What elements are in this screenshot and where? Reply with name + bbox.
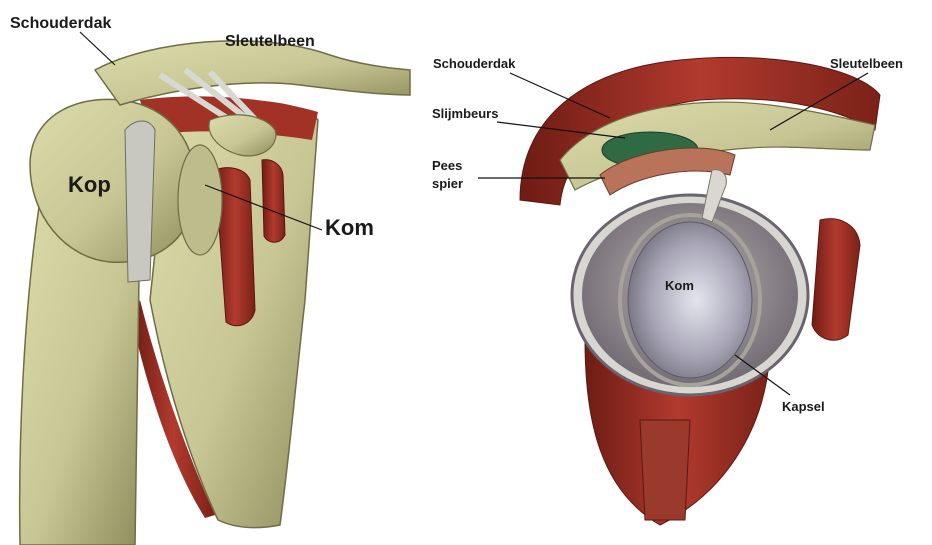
biceps-muscle-right — [812, 219, 860, 340]
label-pees-line1: Pees — [432, 158, 462, 173]
label-schouderdak-left: Schouderdak — [10, 15, 111, 32]
muscle-strand-left — [262, 160, 285, 243]
biceps-tendon-left — [125, 121, 155, 282]
bottom-tendon — [640, 420, 690, 520]
right-shoulder-illustration — [520, 57, 880, 525]
label-slijmbeurs: Slijmbeurs — [432, 106, 498, 121]
left-shoulder-illustration — [20, 41, 410, 545]
label-sleutelbeen-right: Sleutelbeen — [830, 56, 903, 71]
label-pees-line2: spier — [432, 176, 463, 191]
clavicle-left — [95, 41, 410, 105]
label-kom-right: Kom — [665, 278, 694, 293]
leader-schouderdak-left — [80, 32, 115, 65]
glenoid-right — [628, 222, 752, 378]
label-sleutelbeen-left: Sleutelbeen — [225, 33, 315, 50]
glenoid-left — [178, 145, 222, 255]
label-kom-left: Kom — [325, 215, 374, 240]
label-kapsel: Kapsel — [782, 399, 825, 414]
label-schouderdak-right: Schouderdak — [433, 56, 516, 71]
label-kop: Kop — [68, 172, 111, 197]
